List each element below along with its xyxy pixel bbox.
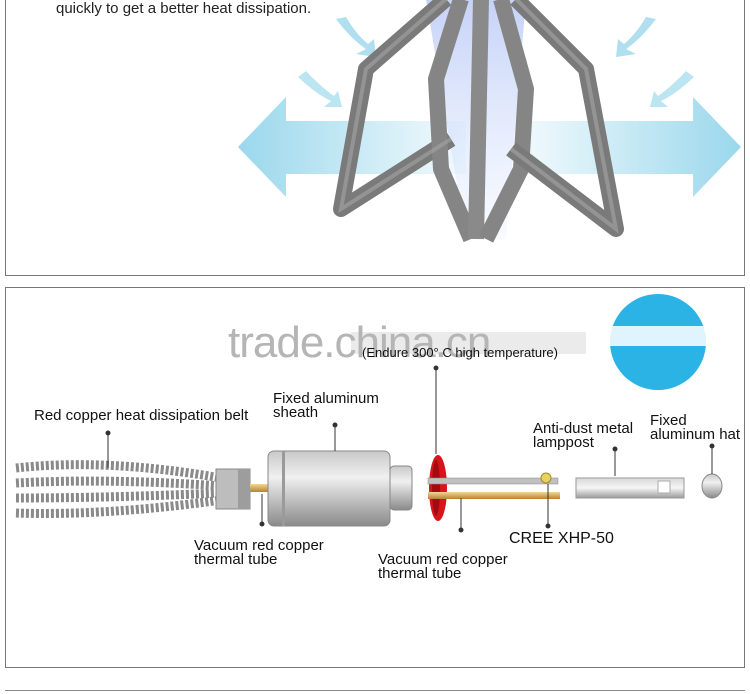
exploded-view-panel: trade.china.cn (Endure 300° C high tempe… [5, 287, 745, 668]
heat-dissipation-illustration [238, 0, 741, 243]
hat-label: Fixed aluminum hat [650, 412, 741, 443]
led-chip [540, 472, 552, 484]
metal-lamppost [575, 477, 685, 499]
small-arrow-icon [616, 17, 656, 57]
thermal-tube-label-1: Vacuum red copper thermal tube [194, 537, 324, 568]
small-arrow-icon [298, 71, 342, 107]
aluminum-hat [701, 473, 723, 499]
exploded-view-illustration [15, 294, 723, 533]
heat-belt-strands [15, 460, 222, 518]
lamppost-label: Anti-dust metal lamppost [533, 420, 634, 451]
small-arrow-icon [650, 71, 694, 107]
thermal-tube-label-2: Vacuum red copper thermal tube [378, 551, 508, 582]
watermark-text: trade.china.cn [228, 318, 491, 367]
temperature-label: (Endure 300° C high temperature) [362, 345, 558, 360]
right-arrow-icon [516, 97, 741, 197]
thermal-tube [427, 477, 559, 485]
intro-text: quickly to get a better heat dissipation… [56, 0, 312, 17]
aluminum-sheath [267, 450, 391, 527]
sheath-end [389, 465, 413, 511]
small-arrow-icon [336, 17, 376, 57]
thermal-tube [250, 484, 268, 492]
sheath-label: Fixed aluminum sheath [273, 390, 379, 421]
heat-belt-label: Red copper heat dissipation belt [34, 407, 249, 424]
led-label: CREE XHP-50 [509, 530, 614, 547]
heat-belt-strands [333, 0, 624, 243]
heat-dissipation-panel: quickly to get a better heat dissipation… [5, 0, 745, 276]
divider [5, 690, 745, 691]
